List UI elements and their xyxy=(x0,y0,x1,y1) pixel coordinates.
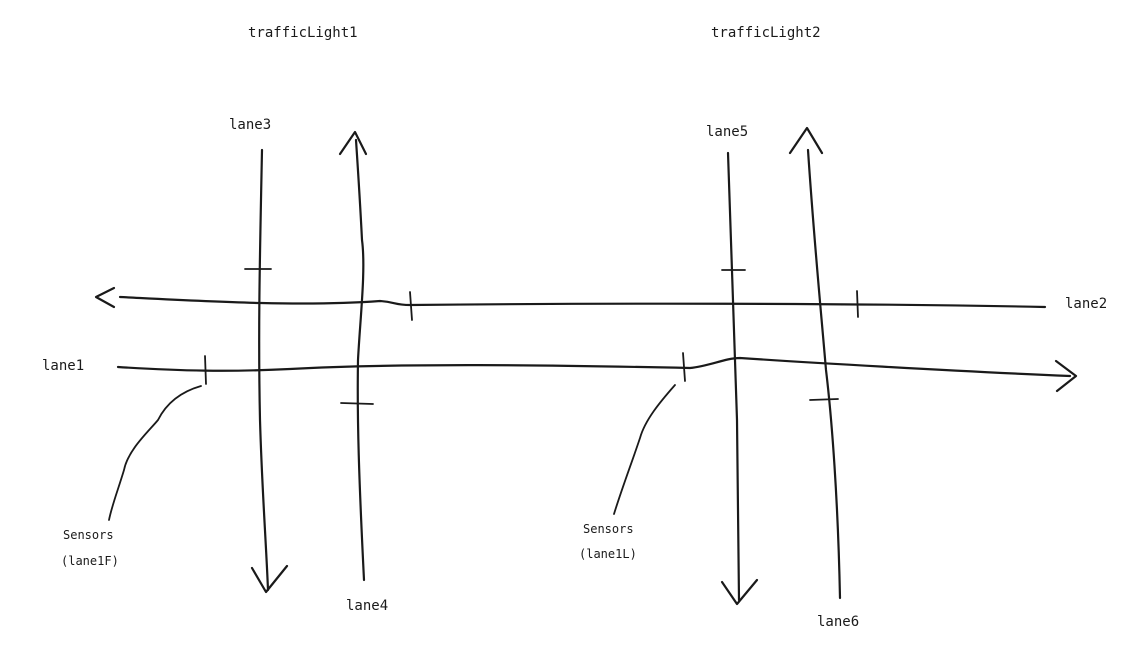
lane5-arrowhead xyxy=(720,578,759,606)
lane1-label: lane1 xyxy=(42,358,84,374)
lane3-label: lane3 xyxy=(229,117,271,133)
sensor-1-name: (lane1F) xyxy=(61,554,119,568)
sensor-2-title: Sensors xyxy=(583,522,634,536)
lane3-road xyxy=(244,148,289,594)
lane2-arrowhead xyxy=(94,286,116,309)
lane1-sensor-mark-last xyxy=(682,352,686,382)
sensor-1-leader-line xyxy=(108,385,202,521)
lane4-stop-line xyxy=(340,402,374,405)
lane1-sensor-mark-first xyxy=(204,355,207,385)
lane2-sensor-mark-2 xyxy=(856,290,859,318)
lane6-arrowhead xyxy=(788,126,824,155)
lane3-arrowhead xyxy=(250,564,289,594)
lane1-road xyxy=(116,352,1078,393)
sensor-1-title: Sensors xyxy=(63,528,114,542)
traffic-light-2-label: trafficLight2 xyxy=(711,25,821,41)
lane2-sensor-mark-1 xyxy=(409,291,413,321)
lane5-road xyxy=(720,151,759,606)
lane4-label: lane4 xyxy=(346,598,388,614)
lane2-label: lane2 xyxy=(1065,296,1107,312)
lane4-arrowhead xyxy=(338,130,368,156)
lane4-road xyxy=(338,130,374,582)
lane2-road xyxy=(94,286,1047,321)
lane6-road xyxy=(788,126,842,600)
lane5-label: lane5 xyxy=(706,124,748,140)
sensor-2-leader-line xyxy=(613,384,676,515)
lane1-arrowhead xyxy=(1054,359,1078,393)
lane6-stop-line xyxy=(809,398,839,401)
lane6-label: lane6 xyxy=(817,614,859,630)
sensor-2-name: (lane1L) xyxy=(579,547,637,561)
traffic-light-1-label: trafficLight1 xyxy=(248,25,358,41)
